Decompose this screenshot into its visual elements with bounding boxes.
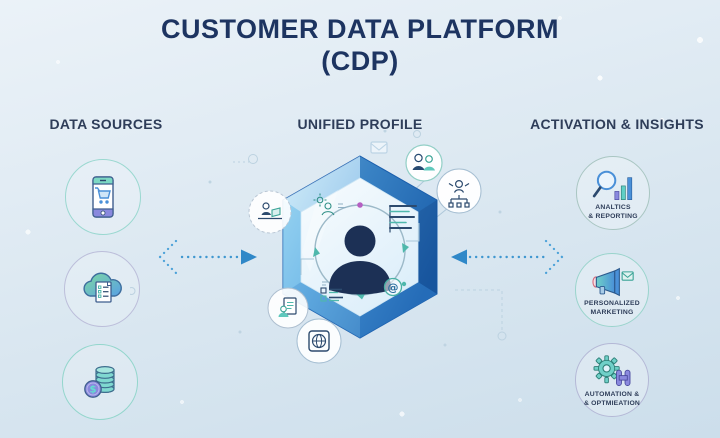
- profile-data-lines-mini-icon: [389, 205, 417, 233]
- page-title: CUSTOMER DATA PLATFORM (CDP): [0, 13, 720, 78]
- activation-personalized-marketing: PERSONALIZED MARKETING: [575, 253, 649, 327]
- activation-label-line2: & OPTMIEATION: [583, 399, 641, 407]
- data-source-revenue: $: [62, 344, 138, 420]
- at-symbol-text: @: [388, 281, 399, 294]
- activation-label-line1: ANALTICS: [595, 203, 631, 211]
- activation-label-line2: MARKETING: [590, 308, 634, 316]
- activation-automation-optimization: AUTOMATION & & OPTMIEATION: [575, 343, 649, 417]
- satellite-customers-icon: [405, 144, 443, 182]
- section-header-activation-insights: ACTIVATION & INSIGHTS: [530, 116, 704, 132]
- personalized-marketing-icon: [592, 267, 634, 296]
- activation-label: AUTOMATION & & OPTMIEATION: [584, 391, 640, 409]
- profile-settings-mini-icon: [313, 193, 346, 216]
- page-title-line1: CUSTOMER DATA PLATFORM: [161, 14, 559, 44]
- unified-profile-diagram: @: [130, 130, 564, 364]
- activation-label-line2: & REPORTING: [588, 212, 638, 220]
- satellite-email-icon: [370, 141, 388, 154]
- mobile-shopping-cart-icon: [92, 176, 114, 218]
- cloud-document-icon: [83, 272, 122, 303]
- automation-optimization-icon: [593, 355, 631, 386]
- data-source-mobile-commerce: [65, 159, 141, 235]
- activation-label-line1: AUTOMATION &: [584, 390, 640, 398]
- satellite-agent-icon: [248, 190, 292, 234]
- satellite-segmentation-icon: [436, 168, 482, 214]
- activation-analytics-reporting: ANALTICS & REPORTING: [576, 156, 650, 230]
- section-header-unified-profile: UNIFIED PROFILE: [297, 116, 423, 132]
- profile-checklist-mini-icon: [320, 281, 343, 302]
- satellite-web-icon: [296, 318, 342, 364]
- section-header-data-sources: DATA SOURCES: [49, 116, 163, 132]
- cycle-elbow-connectors: [300, 223, 420, 275]
- activation-label: ANALTICS & REPORTING: [588, 204, 637, 222]
- customer-silhouette-icon: [329, 225, 391, 295]
- left-flow-arrow: [158, 239, 257, 275]
- activation-label: PERSONALIZED MARKETING: [584, 300, 640, 318]
- page-title-line2: (CDP): [321, 46, 399, 77]
- svg-text:$: $: [90, 385, 97, 396]
- right-flow-arrow: [451, 239, 564, 275]
- data-source-cloud-data: [64, 251, 140, 327]
- coins-dollar-icon: $: [84, 366, 115, 398]
- activation-label-line1: PERSONALIZED: [584, 299, 640, 307]
- analytics-reporting-icon: [592, 170, 633, 200]
- satellite-records-icon: [267, 287, 309, 329]
- network-decorations: [130, 130, 507, 341]
- at-symbol-mini-icon: @: [383, 277, 403, 297]
- network-dots: [208, 130, 502, 347]
